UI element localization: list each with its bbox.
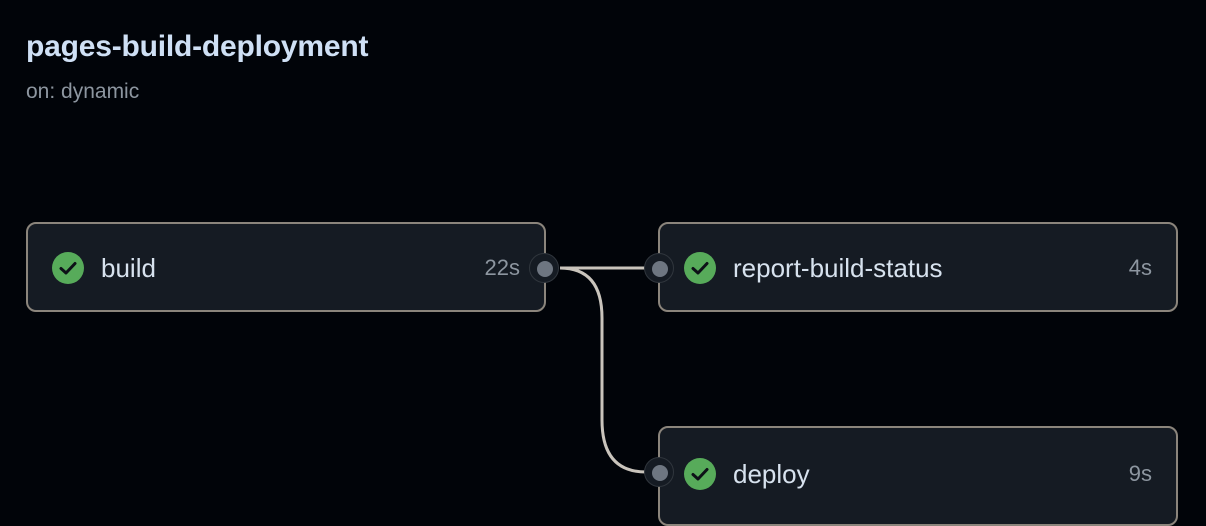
job-dependency-connectors xyxy=(559,266,647,474)
workflow-title: pages-build-deployment xyxy=(26,30,369,63)
check-circle-icon xyxy=(52,252,84,284)
job-duration: 9s xyxy=(1128,461,1152,486)
job-name: report-build-status xyxy=(733,253,943,283)
connector-build-to-deploy xyxy=(559,266,647,474)
job-card-report-build-status[interactable]: report-build-status 4s xyxy=(658,222,1178,312)
check-circle-icon xyxy=(684,458,716,490)
build-output-port xyxy=(529,253,559,283)
deploy-input-port xyxy=(644,457,674,487)
job-name: build xyxy=(101,253,156,283)
job-name: deploy xyxy=(733,459,810,489)
job-duration: 22s xyxy=(484,255,520,280)
report-build-status-input-port xyxy=(644,253,674,283)
job-card-deploy[interactable]: deploy 9s xyxy=(658,426,1178,526)
job-duration: 4s xyxy=(1128,255,1152,280)
workflow-trigger: on: dynamic xyxy=(26,80,140,103)
check-circle-icon xyxy=(684,252,716,284)
job-card-build[interactable]: build 22s xyxy=(26,222,546,312)
